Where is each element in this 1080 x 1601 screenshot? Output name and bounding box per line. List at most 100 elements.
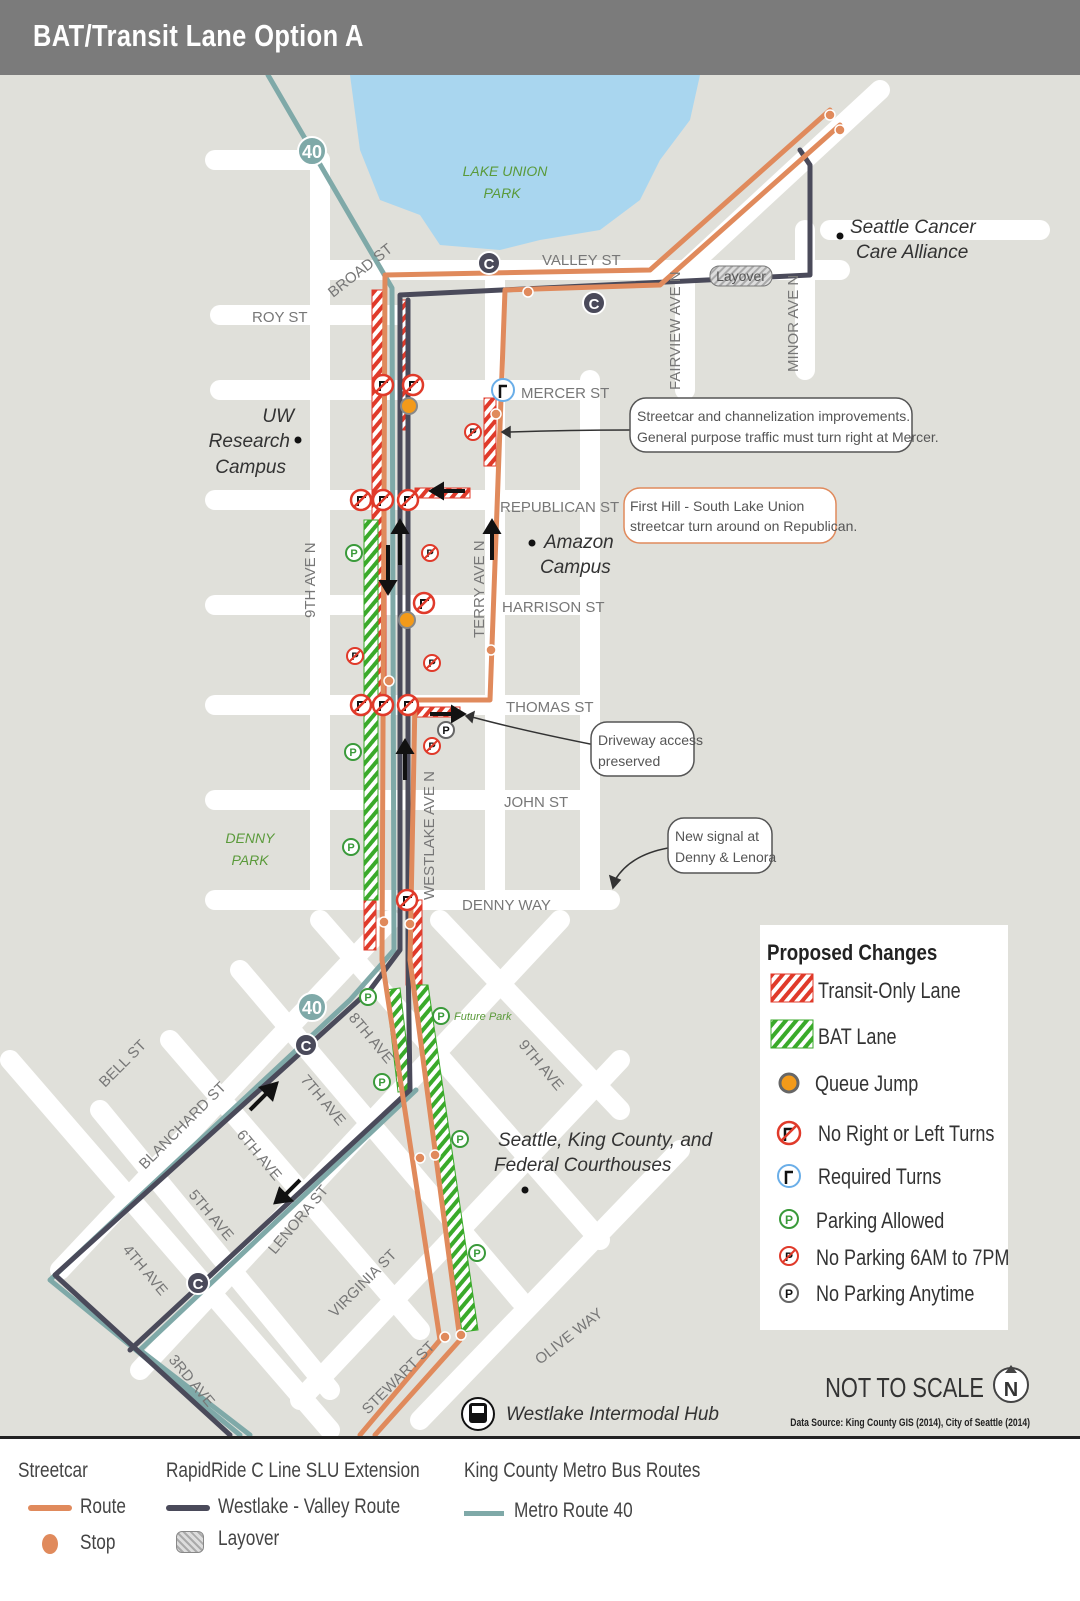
no-turn-icon [371, 693, 395, 717]
layover-label: Layover [716, 268, 766, 284]
svg-text:P: P [350, 548, 357, 560]
proposed-changes-legend: Proposed Changes P P P Transit-Only Lane… [760, 925, 1009, 1330]
no-parking-peak-icon: P [421, 544, 439, 562]
streetcar-stop [439, 1331, 451, 1343]
streetcar-stop [455, 1329, 467, 1341]
street-minor: MINOR AVE N [785, 275, 802, 372]
route-40-number: 40 [302, 142, 322, 162]
route-40-shield: 40 [297, 992, 327, 1022]
callout-republican-line1: First Hill - South Lake Union [630, 498, 804, 514]
streetcar-stop [383, 675, 395, 687]
lake-union-park: LAKE UNION [463, 163, 549, 179]
svg-text:P: P [437, 1011, 444, 1023]
no-parking-anytime-icon: P [779, 1283, 799, 1303]
denny-park-line2: PARK [231, 852, 269, 868]
c-line-stop: C [477, 251, 501, 275]
parking-allowed-icon: P [344, 743, 362, 761]
parking-allowed-icon: P [468, 1244, 486, 1262]
svg-text:P: P [785, 1287, 793, 1301]
no-turn-icon [395, 888, 419, 912]
map: Layover VALLEY ST ROY ST BROAD ST MERCER… [0, 75, 1080, 1436]
courthouses-label-line2: Federal Courthouses [494, 1155, 672, 1176]
layover-label: Layover [218, 1527, 280, 1550]
callout-driveway [590, 721, 695, 777]
legend-item: Parking Allowed [816, 1209, 944, 1233]
svg-text:P: P [442, 725, 449, 737]
legend-item: Transit-Only Lane [818, 979, 961, 1003]
streetcar-stop [378, 916, 390, 928]
street-denny: DENNY WAY [462, 897, 551, 914]
no-parking-peak-icon: P [423, 737, 441, 755]
map-title: BAT/Transit Lane Option A [33, 18, 364, 53]
lake-union [350, 75, 700, 250]
streetcar-stop [429, 1149, 441, 1161]
c-line-stop: C [186, 1271, 210, 1295]
c-line-letter: C [301, 1038, 312, 1055]
no-turn-icon [776, 1120, 802, 1146]
streetcar-stop [414, 1152, 426, 1164]
route-40-shield: 40 [297, 136, 327, 166]
c-line-letter: C [589, 296, 600, 313]
street-9th-n: 9TH AVE N [302, 542, 319, 618]
street-john: JOHN ST [504, 794, 568, 811]
callout-arrows [464, 425, 669, 890]
layover-marker [709, 265, 773, 287]
street-valley: VALLEY ST [542, 252, 621, 269]
courthouses-label: Seattle, King County, and [498, 1130, 713, 1151]
streetcar-stop [824, 109, 836, 121]
callout-signal [667, 817, 773, 874]
uw-label: UW [262, 406, 296, 427]
legend-item: No Parking 6AM to 7PM [816, 1246, 1009, 1270]
parking-allowed-icon: P [451, 1130, 469, 1148]
queue-jump-icon [400, 397, 418, 415]
layover-swatch [176, 1531, 204, 1553]
uw-label-line2: Research [209, 431, 290, 452]
no-parking-anytime-icon: P [437, 721, 455, 739]
parking-allowed-icon: P [342, 838, 360, 856]
svg-text:P: P [364, 992, 371, 1004]
map-markers: PPPPPPPPPPPPPP [342, 109, 846, 1343]
svg-text:P: P [378, 1077, 385, 1089]
title-bar: BAT/Transit Lane Option A [0, 0, 1080, 75]
rapidride-route-swatch [166, 1505, 210, 1511]
metro-legend-title: King County Metro Bus Routes [464, 1459, 701, 1482]
parking-allowed-icon: P [373, 1073, 391, 1091]
no-parking-peak-icon: P [779, 1246, 799, 1266]
metro-route-swatch [464, 1511, 504, 1516]
c-line-stop: C [294, 1033, 318, 1057]
svg-text:P: P [456, 1134, 463, 1146]
location-dot [836, 232, 844, 240]
no-turn-icon [412, 591, 436, 615]
legend-title: Proposed Changes [767, 942, 937, 966]
no-parking-peak-icon: P [346, 647, 364, 665]
streetcar-stop-swatch [42, 1534, 58, 1554]
no-turn-icon [396, 693, 420, 717]
bat-lane-swatch [770, 1019, 814, 1049]
street-roy: ROY ST [252, 309, 308, 326]
callout-mercer-line2: General purpose traffic must turn right … [637, 429, 939, 445]
streetcar-stop [485, 644, 497, 656]
north-label: N [1004, 1379, 1018, 1401]
route-legend: Streetcar Route Stop RapidRide C Line SL… [0, 1436, 1080, 1601]
svg-text:P: P [785, 1213, 793, 1227]
streetcar-route-2 [372, 122, 843, 1436]
transit-lane-swatch [770, 973, 814, 1003]
legend-item: BAT Lane [818, 1025, 897, 1049]
direction-arrows [248, 481, 502, 1205]
c-line-letter: C [484, 256, 495, 273]
callout-republican [623, 487, 837, 544]
svg-text:P: P [347, 842, 354, 854]
svg-text:P: P [349, 747, 356, 759]
callout-driveway-line1: Driveway access [598, 732, 703, 748]
route-40-number: 40 [302, 998, 322, 1018]
metro-route-40 [47, 75, 397, 1436]
c-line-stop: C [582, 291, 606, 315]
streetcar-stop [834, 124, 846, 136]
location-dot [294, 436, 302, 444]
rapidride-legend-title: RapidRide C Line SLU Extension [166, 1459, 420, 1482]
amazon-label: Amazon [543, 532, 614, 553]
legend-item: No Parking Anytime [816, 1282, 974, 1306]
callout-signal-line1: New signal at [675, 828, 759, 844]
north-arrow-icon: N [993, 1365, 1029, 1403]
no-turn-icon [349, 693, 373, 717]
